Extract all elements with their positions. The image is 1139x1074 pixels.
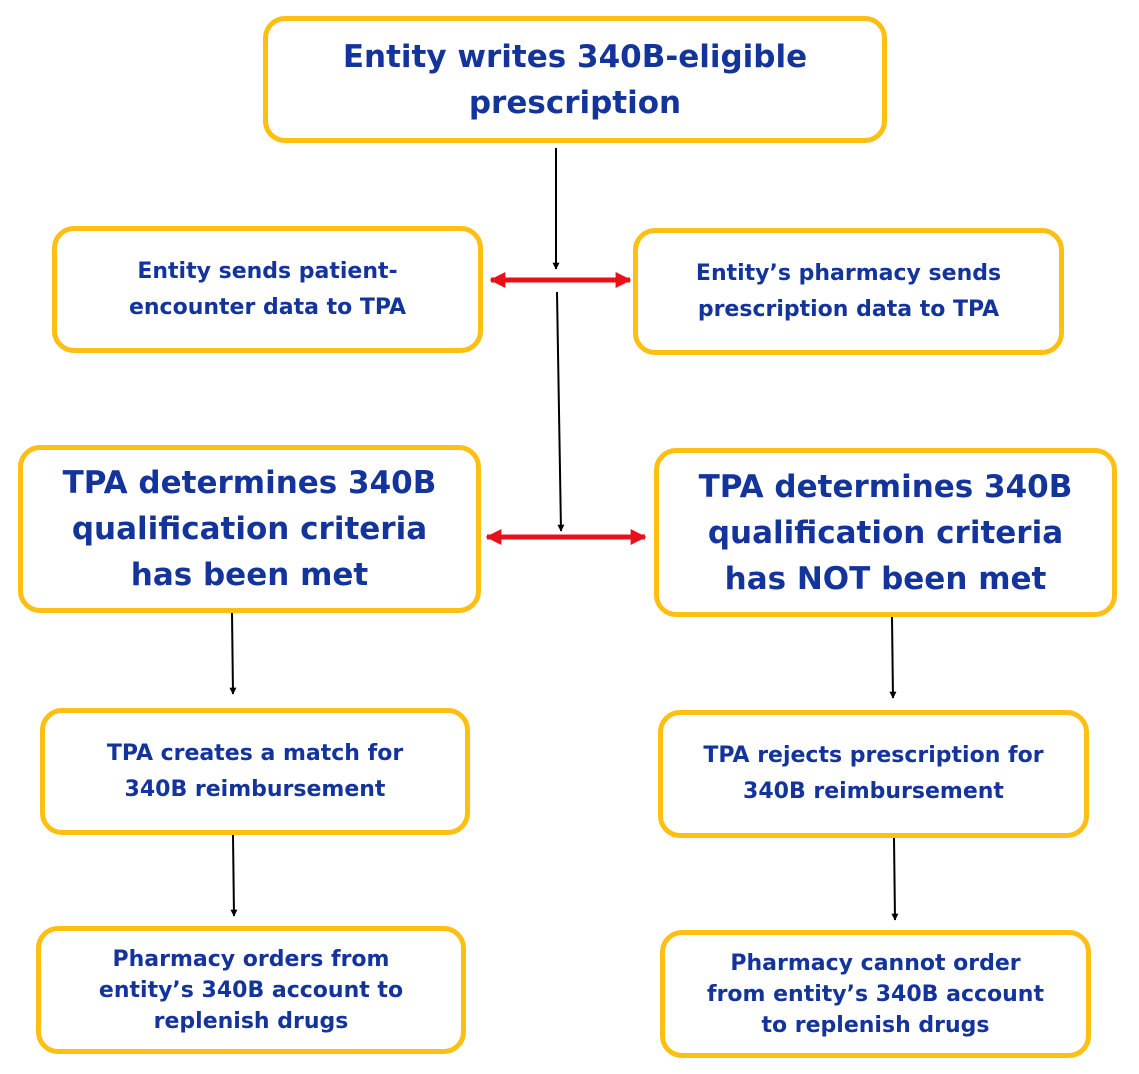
node-create-match: TPA creates a match for 340B reimburseme…	[40, 708, 470, 835]
node-reject-prescription: TPA rejects prescription for 340B reimbu…	[658, 710, 1089, 838]
node-pharmacy-sends-data: Entity’s pharmacy sends prescription dat…	[633, 228, 1064, 355]
node-pharmacy-orders: Pharmacy orders from entity’s 340B accou…	[36, 926, 466, 1054]
node-send-encounter-data: Entity sends patient- encounter data to …	[52, 226, 483, 353]
arrow-met-to-match	[229, 612, 237, 695]
arrow-notmet-to-reject	[889, 616, 897, 699]
node-pharmacy-cannot-order: Pharmacy cannot order from entity’s 340B…	[660, 930, 1091, 1058]
arrow-exchange-to-determination	[556, 291, 565, 532]
node-write-prescription: Entity writes 340B-eligible prescription	[263, 16, 887, 143]
arrow-match-to-order	[230, 834, 238, 917]
node-criteria-not-met: TPA determines 340B qualification criter…	[654, 448, 1117, 617]
arrow-reject-to-cannot	[891, 837, 899, 921]
node-criteria-met: TPA determines 340B qualification criter…	[18, 445, 481, 613]
